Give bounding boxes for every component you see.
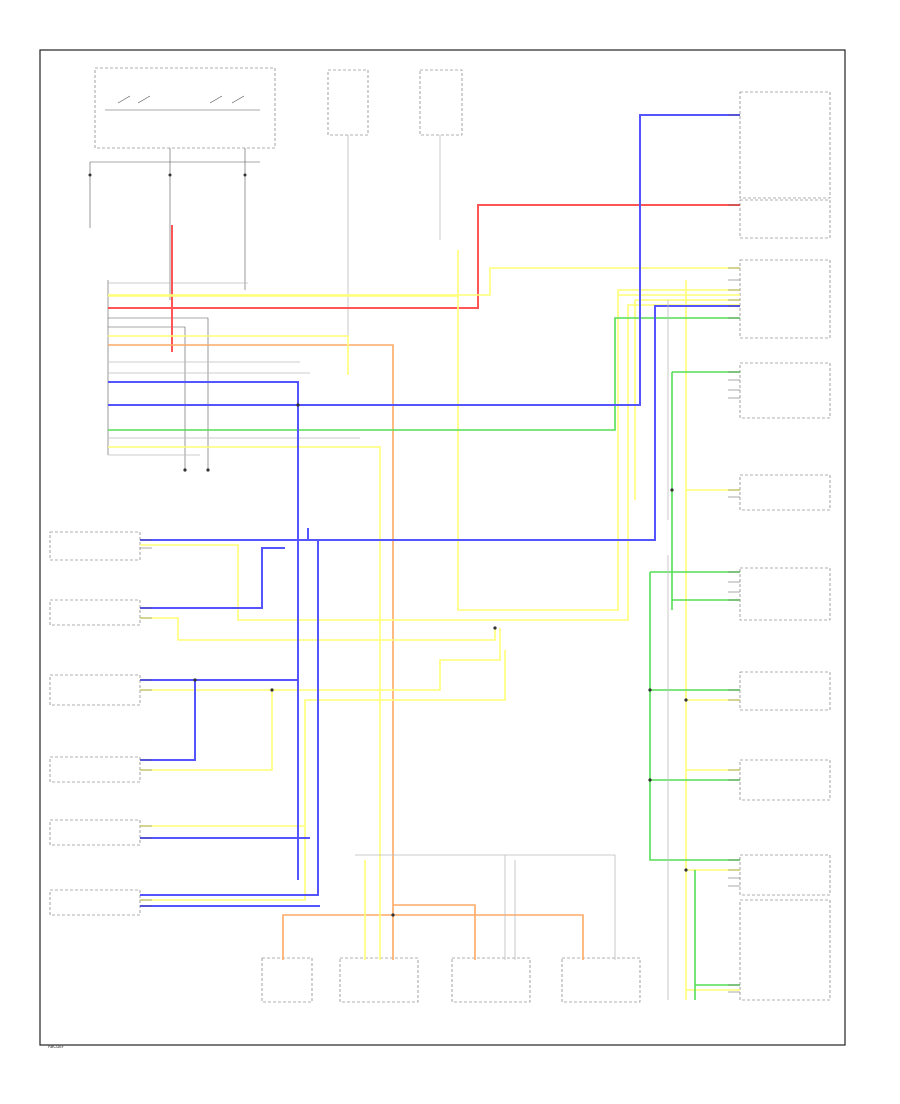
- connector-pins: [140, 114, 740, 993]
- gray-wires: [108, 300, 669, 1000]
- footer-code: ABCDEF: [48, 1044, 65, 1049]
- left-modules: [49, 531, 141, 916]
- fuse-columns: [327, 69, 463, 375]
- diagram-frame: [39, 49, 846, 1046]
- green-wires: [108, 317, 740, 1000]
- red-wires: [108, 204, 740, 352]
- right-modules: [739, 91, 831, 1001]
- yellow-wires: [108, 250, 740, 1000]
- top-switch-block: [88, 67, 276, 300]
- bottom-modules: [261, 957, 641, 1003]
- blue-wires: [108, 114, 740, 907]
- orange-wires: [108, 344, 584, 960]
- junction-dots: [183, 403, 688, 917]
